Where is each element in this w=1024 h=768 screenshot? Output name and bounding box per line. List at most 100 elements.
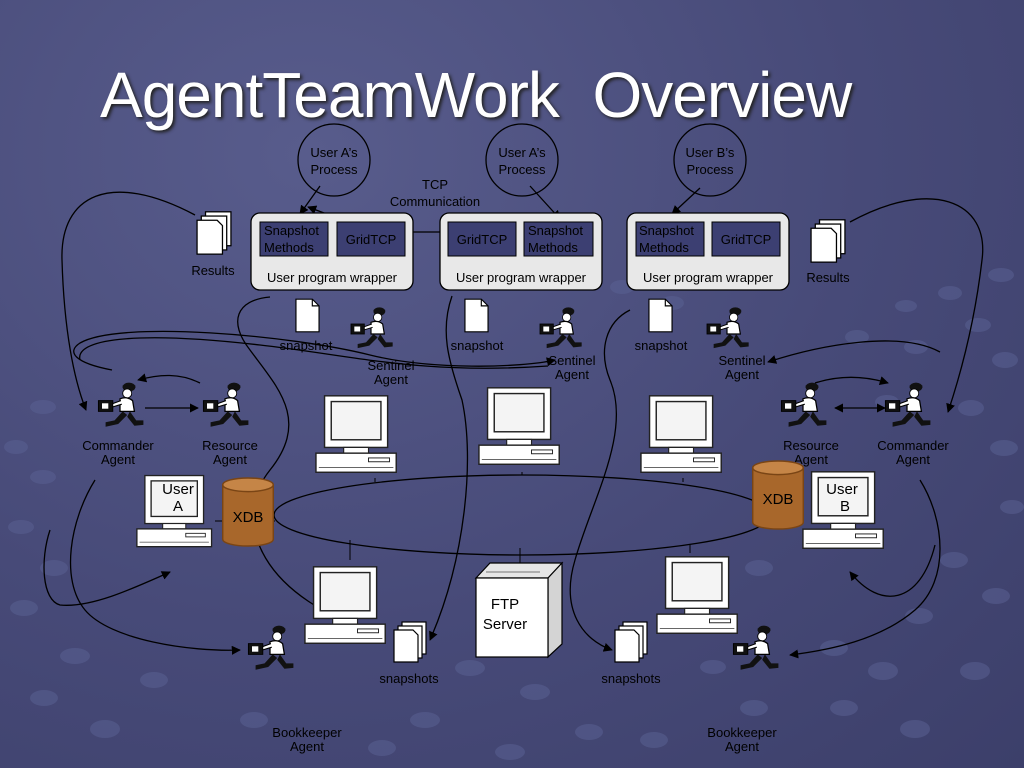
background-dot	[30, 400, 56, 414]
sentinel-agent-label: Agent	[555, 367, 589, 382]
background-dot	[868, 662, 898, 680]
svg-text:GridTCP: GridTCP	[346, 232, 397, 247]
svg-text:GridTCP: GridTCP	[457, 232, 508, 247]
server-side	[547, 561, 563, 659]
commander-agent-label: Commander	[877, 438, 949, 453]
resource-agent-label: Agent	[794, 452, 828, 467]
process-user-a-2: User A’s Process	[485, 123, 559, 197]
arrow-commander-to-bookkeeper-b	[789, 479, 941, 659]
server-top	[474, 562, 564, 579]
user-b-database: XDB	[751, 460, 805, 530]
arrow-snapshot-to-storage	[429, 295, 469, 641]
snapshot-methods-box	[259, 221, 329, 257]
svg-text:User: User	[162, 481, 194, 498]
svg-text:Methods: Methods	[639, 240, 689, 255]
background-dot	[992, 352, 1018, 368]
snapshot-methods-box	[635, 221, 705, 257]
slide-title: AgentTeamWork Overview	[100, 59, 852, 131]
svg-text:Process: Process	[687, 162, 734, 177]
snapshots-label: snapshots	[601, 671, 661, 686]
arrow-bookkeeper-to-user-b	[849, 544, 936, 597]
process-circle	[297, 123, 371, 197]
computer-icon	[640, 395, 722, 474]
background-dot	[965, 318, 991, 332]
user-b-computer: User B	[802, 471, 885, 550]
svg-text:Process: Process	[311, 162, 358, 177]
bookkeeper-agent-icon	[247, 624, 295, 671]
connector-curves	[43, 185, 984, 659]
arrow-results-a-to-commander-a	[61, 191, 196, 411]
svg-text:FTP: FTP	[491, 596, 519, 613]
gridtcp-box	[447, 221, 517, 257]
background-dot	[830, 700, 858, 716]
arrow-snapshot-to-storage	[569, 309, 631, 652]
snapshot-methods-box	[523, 221, 594, 257]
user-a-database: XDB	[221, 477, 275, 547]
svg-text:Snapshot: Snapshot	[528, 223, 583, 238]
svg-text:A: A	[173, 498, 183, 515]
background-dot	[495, 744, 525, 760]
resource-agent-label: Resource	[783, 438, 839, 453]
arrow-resource-to-commander-b	[814, 376, 889, 385]
computer-icon	[304, 566, 386, 645]
background-dot	[990, 440, 1018, 456]
snapshot-label: snapshot	[280, 338, 333, 353]
arrow-resource-to-commander-a	[137, 373, 201, 384]
background-dot	[8, 520, 34, 534]
background-dot	[845, 330, 869, 344]
svg-text:GridTCP: GridTCP	[721, 232, 772, 247]
svg-text:User A’s: User A’s	[498, 145, 546, 160]
svg-text:Process: Process	[499, 162, 546, 177]
background-dot	[745, 560, 773, 576]
svg-text:Snapshot: Snapshot	[639, 223, 694, 238]
svg-text:Methods: Methods	[264, 240, 314, 255]
sentinel-agent-label: Sentinel	[549, 353, 596, 368]
process-user-a-1: User A’s Process	[297, 123, 371, 197]
svg-text:User A’s: User A’s	[310, 145, 358, 160]
snapshots-label: snapshots	[379, 671, 439, 686]
arrow-commander-to-sentinel	[79, 337, 549, 369]
bookkeeper-agent-label: Bookkeeper	[272, 725, 342, 740]
background-dot	[4, 440, 28, 454]
svg-text:Server: Server	[483, 616, 527, 633]
svg-text:XDB: XDB	[763, 491, 794, 508]
server-tower-icon	[475, 577, 549, 658]
ftp-server: FTP Server	[474, 561, 564, 659]
background-dot	[40, 560, 68, 576]
arrow-commander-to-sentinel	[73, 330, 556, 371]
results-documents-icon	[196, 211, 232, 255]
background-dot	[700, 660, 726, 674]
svg-text:B: B	[840, 498, 850, 515]
snapshots-documents-icon	[614, 621, 648, 663]
snapshot-document-icon	[648, 298, 673, 333]
svg-text:Methods: Methods	[528, 240, 578, 255]
svg-text:Snapshot: Snapshot	[264, 223, 319, 238]
arrow-commander-to-sentinel-b	[767, 340, 941, 364]
sentinel-agent-label: Sentinel	[368, 358, 415, 373]
resource-agent-icon	[202, 381, 250, 428]
computer-icon	[478, 387, 560, 466]
wrapper-2: GridTCP Snapshot Methods User program wr…	[439, 212, 603, 291]
results-label: Results	[191, 263, 235, 278]
network-ring	[273, 474, 771, 556]
background-dot	[895, 300, 917, 312]
sentinel-agent-label: Sentinel	[719, 353, 766, 368]
background-dot	[30, 690, 58, 706]
gridtcp-box	[711, 221, 781, 257]
snapshot-label: snapshot	[635, 338, 688, 353]
user-a-computer: User A	[136, 474, 213, 548]
background-dot	[410, 712, 440, 728]
snapshot-document-icon	[295, 298, 320, 333]
background-dot	[1000, 500, 1024, 514]
snapshot-document-icon	[464, 298, 489, 333]
background-dot	[575, 724, 603, 740]
wrapper-footer: User program wrapper	[267, 270, 398, 285]
background-dot	[740, 700, 768, 716]
arrow-process-to-snapshot	[671, 187, 701, 215]
background-dot	[60, 648, 90, 664]
background-dot	[958, 400, 984, 416]
results-documents-icon	[810, 219, 846, 263]
wrapper-footer: User program wrapper	[456, 270, 587, 285]
bookkeeper-agent-label: Agent	[290, 739, 324, 754]
background-dot	[240, 712, 268, 728]
